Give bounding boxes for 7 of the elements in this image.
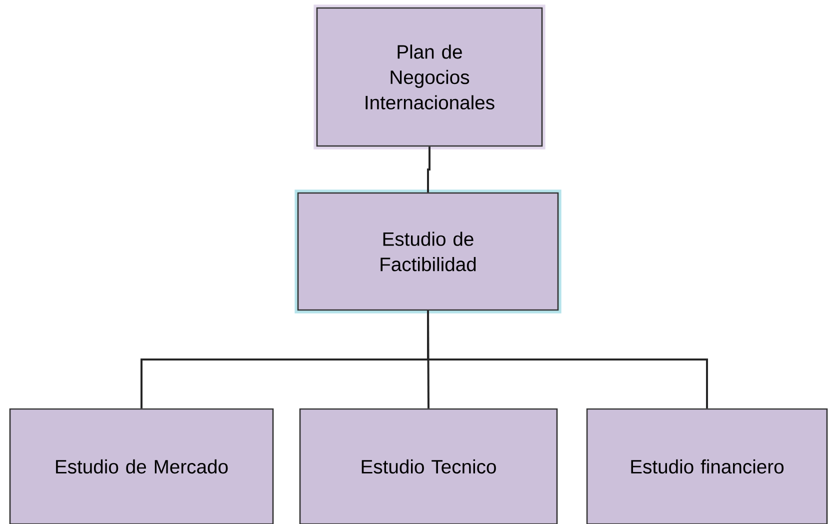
connector-line [427, 310, 708, 408]
process-box: Plan de Negocios Internacionales [314, 4, 546, 150]
connector-line [427, 146, 430, 192]
process-box: Estudio de Factibilidad [294, 190, 562, 314]
process-box: Estudio Tecnico [299, 408, 558, 524]
process-box: Estudio de Mercado [9, 408, 274, 524]
process-box: Estudio financiero [586, 408, 828, 524]
